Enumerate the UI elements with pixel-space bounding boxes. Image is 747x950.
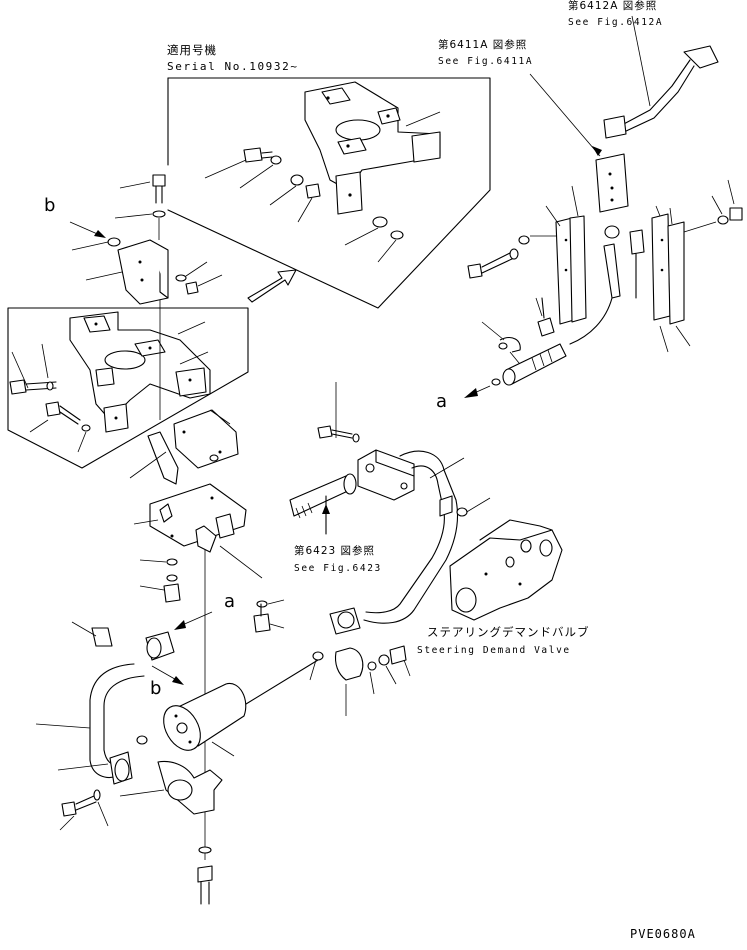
cylinder-clamp bbox=[119, 760, 223, 815]
inset-direction-arrow bbox=[247, 269, 297, 303]
marker-b-top: b bbox=[44, 195, 56, 216]
adjust-rod bbox=[569, 225, 645, 345]
valve-label-jp: ステアリングデマンドバルブ bbox=[427, 625, 590, 639]
upper-bracket-plate bbox=[304, 81, 441, 215]
drawing-code: PVE0680A bbox=[630, 927, 696, 941]
fig-6412a-ref-jp: 第6412A 図参照 bbox=[568, 0, 658, 12]
fig-6423-ref-en: See Fig.6423 bbox=[294, 563, 382, 574]
serial-inset-frame bbox=[167, 77, 491, 309]
main-mounting-bracket bbox=[11, 311, 211, 433]
serial-label-jp: 適用号機 bbox=[167, 43, 217, 57]
serial-label-en: Serial No.10932~ bbox=[167, 60, 299, 73]
threaded-rod-end bbox=[464, 343, 567, 398]
main-bracket-bolts bbox=[9, 379, 91, 453]
fig-6423-ref-jp: 第6423 図参照 bbox=[294, 545, 376, 557]
right-side-bolts bbox=[467, 179, 743, 375]
left-pipe-bolts bbox=[59, 789, 109, 831]
support-bracket bbox=[129, 409, 239, 485]
left-bolt-stack bbox=[114, 174, 166, 240]
marker-a-left: a bbox=[224, 591, 236, 612]
relay-block bbox=[529, 73, 629, 213]
hydraulic-block bbox=[317, 382, 415, 501]
relay-pedal-link bbox=[603, 15, 719, 139]
hydraulic-pipe bbox=[312, 450, 491, 661]
bracket-inset-frame bbox=[7, 307, 249, 469]
lower-pipe-clamp bbox=[309, 645, 411, 716]
bottom-bolt bbox=[197, 846, 213, 905]
accumulator-cylinder bbox=[136, 659, 319, 757]
angle-bracket bbox=[71, 237, 223, 305]
marker-a-right: a bbox=[436, 391, 448, 412]
left-pipe-assembly bbox=[35, 621, 175, 785]
base-plate-bolts bbox=[139, 558, 285, 633]
valve-label-en: Steering Demand Valve bbox=[417, 645, 571, 656]
base-plate bbox=[133, 483, 263, 579]
fig-6412a-ref-en: See Fig.6412A bbox=[568, 17, 664, 28]
spool-shaft bbox=[289, 473, 357, 535]
upper-bracket-hardware bbox=[204, 111, 441, 263]
steering-demand-valve bbox=[449, 519, 563, 621]
rod-bracket-set bbox=[545, 185, 691, 353]
fig-6411a-ref-jp: 第6411A 図参照 bbox=[438, 39, 528, 51]
fig-6411a-ref-en: See Fig.6411A bbox=[438, 56, 534, 67]
marker-b-bottom: b bbox=[150, 678, 162, 699]
marker-arrows bbox=[69, 221, 213, 685]
